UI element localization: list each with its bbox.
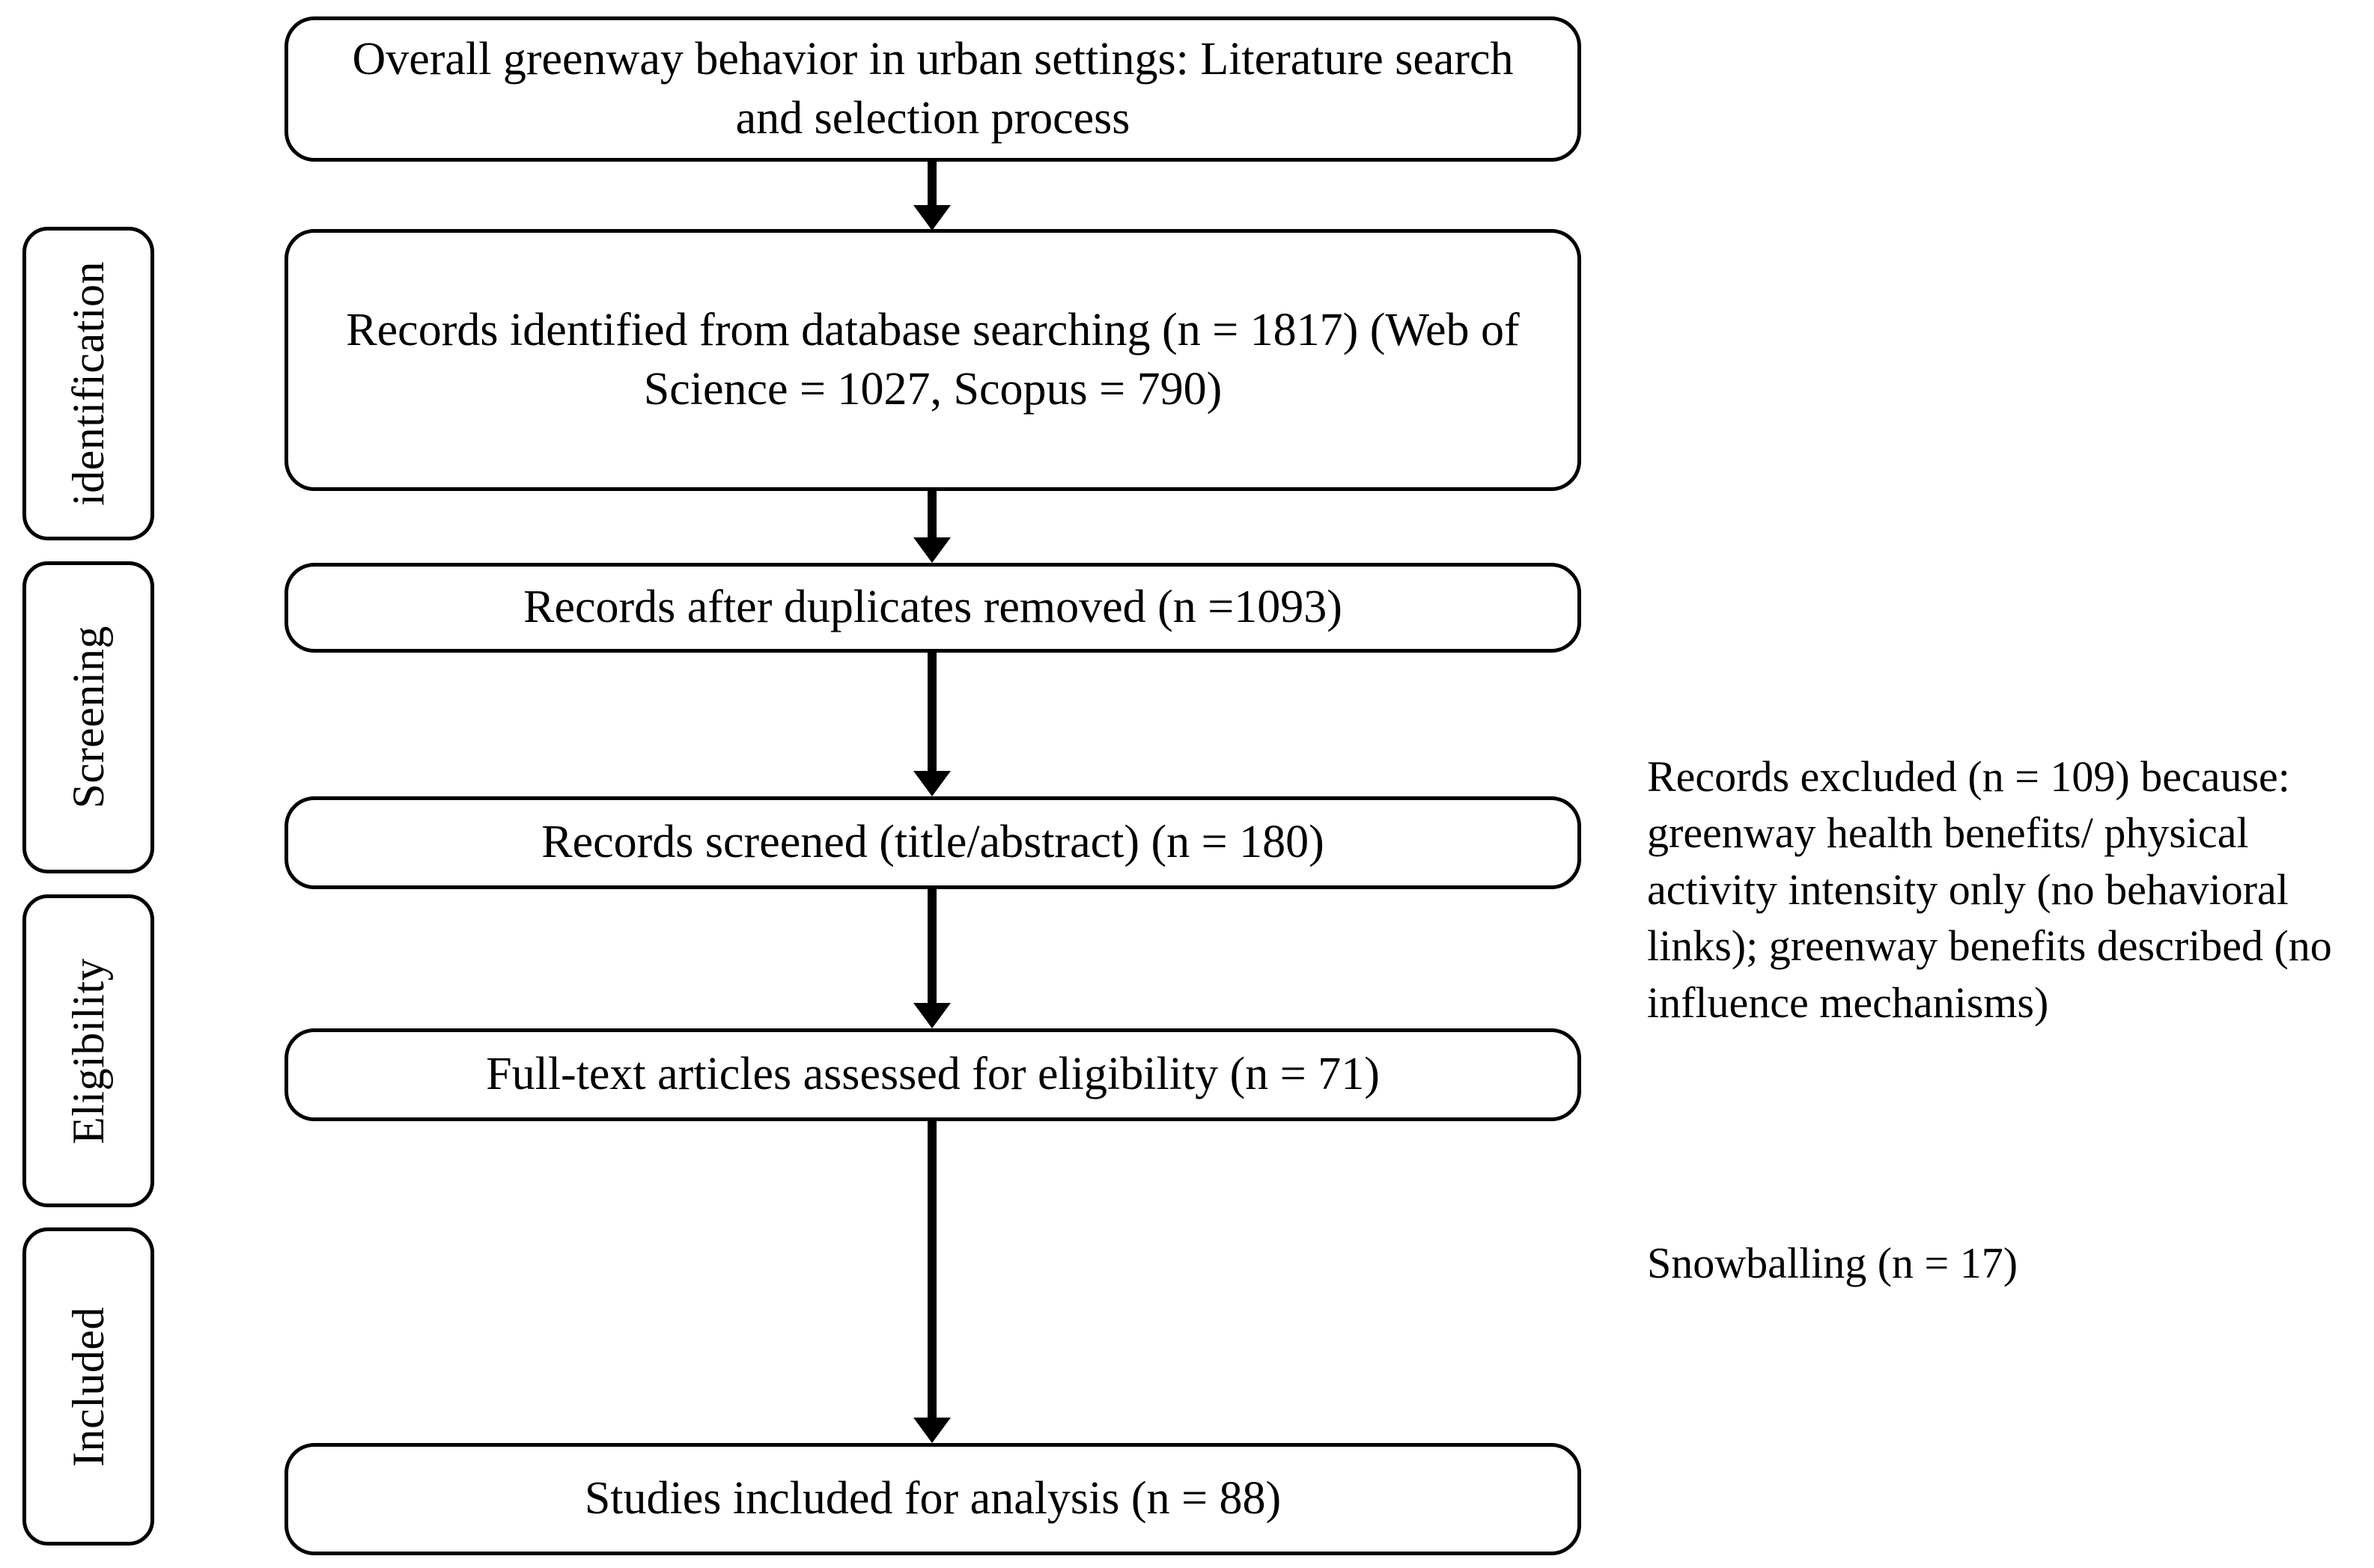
stage-label-eligibility: Eligibility [22,894,154,1207]
flow-box-studies-included-text: Studies included for analysis (n = 88) [584,1473,1282,1525]
flow-box-duplicates-removed: Records after duplicates removed (n =109… [284,563,1581,653]
flow-box-duplicates-removed-text: Records after duplicates removed (n =109… [523,582,1342,633]
stage-label-screening-text: Screening [64,626,113,809]
flow-box-full-text-assessed-text: Full-text articles assessed for eligibil… [486,1049,1380,1100]
arrow-duplicates-to-screened [928,653,937,774]
flow-box-full-text-assessed: Full-text articles assessed for eligibil… [284,1028,1581,1121]
arrow-screened-to-fulltext [928,889,937,1006]
flow-box-records-screened-text: Records screened (title/abstract) (n = 1… [541,817,1324,868]
flow-box-studies-included: Studies included for analysis (n = 88) [284,1443,1581,1555]
stage-label-included: Included [22,1227,154,1546]
stage-label-screening: Screening [22,561,154,873]
arrow-fulltext-to-included [928,1121,937,1421]
stage-label-included-text: Included [64,1306,113,1467]
flow-box-records-screened: Records screened (title/abstract) (n = 1… [284,796,1581,889]
flow-box-records-identified-text: Records identified from database searchi… [346,304,1520,415]
stage-label-identification: identification [22,227,154,540]
flow-box-title: Overall greenway behavior in urban setti… [284,16,1581,162]
stage-label-identification-text: identification [64,261,113,506]
flow-box-records-identified: Records identified from database searchi… [284,229,1581,491]
flow-box-title-text: Overall greenway behavior in urban setti… [352,33,1514,144]
note-records-excluded: Records excluded (n = 109) because: gree… [1647,752,2332,1027]
arrow-identified-to-duplicates [928,491,937,540]
note-snowballing: Snowballing (n = 17) [1647,1239,2018,1287]
arrow-title-to-identified [928,162,937,208]
stage-label-eligibility-text: Eligibility [64,957,113,1144]
